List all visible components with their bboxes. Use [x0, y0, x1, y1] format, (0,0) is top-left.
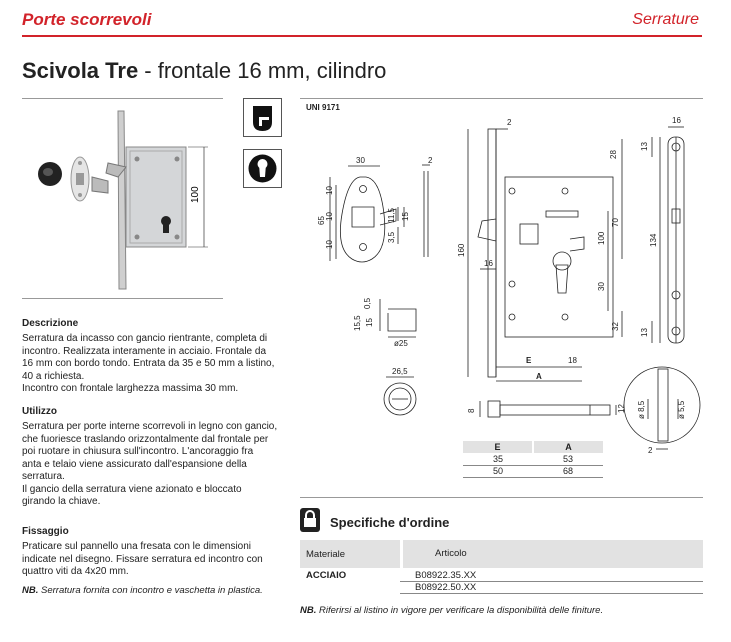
hook-lock-icon-tile: [243, 98, 282, 137]
drawing-canvas: 2 16 28 13 13 30 2 10 10 10 65 11,5 15 3…: [317, 116, 701, 455]
technical-drawing: UNI 9171: [300, 98, 703, 498]
descrizione-heading: Descrizione: [22, 318, 79, 329]
lock-spec-icon: [300, 508, 320, 532]
descrizione-line: Serratura da incasso con gancio rientran…: [22, 333, 268, 344]
product-name: Scivola Tre: [22, 58, 139, 83]
utilizzo-line: girando la chiave.: [22, 496, 101, 507]
dim-10-b: 10: [325, 212, 334, 221]
dim-13-bottom: 13: [640, 328, 649, 337]
product-photo: 100: [22, 98, 223, 299]
dim-15-box: 15: [365, 318, 374, 327]
descrizione-line: 16 mm con bordo tondo. Entrata da 35 e 5…: [22, 358, 275, 369]
specifiche-header-row: Materiale Articolo: [300, 540, 703, 568]
cylinder-icon-tile: [243, 149, 282, 188]
ea-header-a: A: [565, 442, 572, 452]
table-row: ACCIAIO B08922.35.XX: [300, 570, 703, 582]
hook-lock-icon: [253, 106, 272, 131]
dim-2-detail: 2: [648, 446, 653, 455]
dim-e: E: [526, 356, 532, 365]
ea-cell: 50: [463, 465, 533, 478]
category-title: Porte scorrevoli: [22, 10, 152, 29]
fissaggio-line: indicate nel disegno. Fissare serratura …: [22, 553, 263, 565]
dim-2-top: 2: [507, 118, 512, 127]
utilizzo-line: che fuoriesce traslando orizzontalmente …: [22, 433, 269, 445]
utilizzo-line: poi ruotare in chiusura sull'incontro. L…: [22, 446, 254, 457]
fissaggio-line: Praticare sul pannello una fresata con l…: [22, 541, 252, 552]
dim-70: 70: [611, 218, 620, 227]
product-title: Scivola Tre - frontale 16 mm, cilindro: [22, 58, 386, 84]
nb-right-note: NB. Riferirsi al listino in vigore per v…: [300, 605, 603, 616]
table-row: B08922.50.XX: [300, 582, 703, 594]
nb-left-text: Serratura fornita con incontro e vaschet…: [38, 585, 263, 596]
utilizzo-line: serratura.: [22, 471, 65, 482]
col-materiale: Materiale: [306, 548, 346, 560]
dim-28: 28: [609, 150, 618, 159]
nb-left-label: NB.: [22, 585, 39, 596]
dim-a: A: [536, 372, 542, 381]
ea-header-e: E: [463, 441, 534, 453]
dim-65: 65: [317, 216, 326, 225]
dim-2-strike: 2: [428, 156, 433, 165]
photo-dim-100: 100: [190, 186, 201, 203]
nb-left-note: NB. Serratura fornita con incontro e vas…: [22, 585, 284, 596]
dim-18: 18: [568, 356, 577, 365]
dim-160: 160: [457, 243, 466, 257]
section-title: Serrature: [632, 11, 699, 28]
dim-26-5: 26,5: [392, 367, 408, 376]
utilizzo-text: Serratura per porte interne scorrevoli i…: [22, 421, 280, 509]
descrizione-line: incontro. Realizzata interamente in acci…: [22, 345, 267, 357]
specifiche-table: Materiale Articolo ACCIAIO B08922.35.XX …: [300, 540, 703, 594]
dim-11-5: 11,5: [387, 207, 396, 223]
dim-32: 32: [611, 322, 620, 331]
dim-134: 134: [649, 233, 658, 247]
fissaggio-line: quattro viti da 4x20 mm.: [22, 566, 129, 577]
dim-30-case: 30: [597, 282, 606, 291]
material-cell-empty: [300, 582, 400, 594]
dim-16-hook: 16: [484, 259, 493, 268]
dim-13-top: 13: [640, 142, 649, 151]
dim-8: 8: [467, 408, 476, 413]
fissaggio-text: Praticare sul pannello una fresata con l…: [22, 541, 280, 579]
header-divider: [22, 35, 702, 37]
dim-d25: ø25: [394, 339, 408, 348]
dim-d5-5: ø 5,5: [677, 400, 686, 419]
dim-3-5: 3,5: [387, 231, 396, 243]
nb-right-text: Riferirsi al listino in vigore per verif…: [316, 605, 604, 616]
ea-cell: 53: [533, 453, 603, 466]
dim-12: 12: [617, 404, 626, 413]
nb-right-label: NB.: [300, 605, 317, 616]
utilizzo-line: anta e telaio viene assicurato dall'espa…: [22, 458, 247, 470]
product-subtitle: - frontale 16 mm, cilindro: [138, 58, 387, 83]
dim-10-c: 10: [325, 240, 334, 249]
utilizzo-line: Il gancio della serratura viene azionato…: [22, 483, 242, 495]
utilizzo-heading: Utilizzo: [22, 406, 57, 417]
dim-0-5: 0,5: [363, 297, 372, 309]
specifiche-title: Specifiche d'ordine: [330, 515, 450, 530]
article-cell: B08922.35.XX: [400, 570, 703, 582]
article-cell: B08922.50.XX: [400, 582, 703, 594]
dim-d8-5: ø 8,5: [637, 400, 646, 419]
cylinder-icon: [248, 154, 277, 183]
lock-illustration: 100: [38, 110, 208, 290]
dim-15-5: 15,5: [353, 315, 362, 331]
ea-cell: 35: [463, 453, 533, 466]
descrizione-text: Serratura da incasso con gancio rientran…: [22, 333, 280, 396]
ea-cell: 68: [533, 465, 603, 478]
col-articolo: Articolo: [400, 540, 703, 568]
dim-10-a: 10: [325, 186, 334, 195]
norm-label: UNI 9171: [306, 103, 340, 112]
padlock-icon: [304, 510, 316, 527]
dim-100-drawing: 100: [597, 231, 606, 245]
utilizzo-line: Serratura per porte interne scorrevoli i…: [22, 421, 278, 432]
material-cell: ACCIAIO: [306, 570, 347, 581]
descrizione-line: 40 a richiesta.: [22, 370, 85, 382]
entrata-table: E A 35 53 50 68: [463, 441, 603, 478]
descrizione-line: Incontro con frontale larghezza massima …: [22, 383, 239, 394]
dim-16-top: 16: [672, 116, 681, 125]
fissaggio-heading: Fissaggio: [22, 526, 69, 537]
dim-15-strike: 15: [401, 212, 410, 221]
dim-30-strike: 30: [356, 156, 365, 165]
